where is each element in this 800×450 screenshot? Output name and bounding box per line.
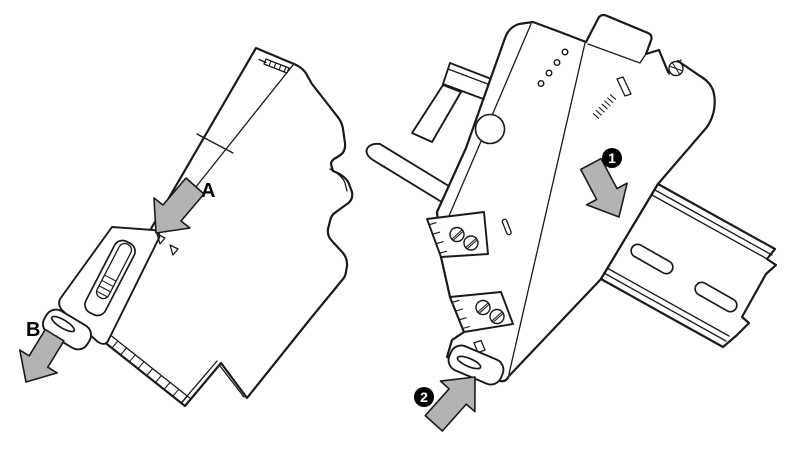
din-rail-plate [599, 182, 778, 349]
release-arrow-a-icon [153, 177, 205, 234]
side-vent-and-label [592, 76, 632, 119]
din-rail [599, 182, 778, 349]
rail-slot [694, 281, 738, 313]
step-1-badge: 1 [602, 148, 622, 168]
terminal-hatching [102, 329, 192, 404]
terminal-blocks [426, 211, 514, 333]
left-figure-module-release: A B [19, 46, 354, 408]
clip-slot [84, 239, 136, 317]
block-hatching [428, 222, 471, 330]
clip-slider [95, 242, 133, 300]
foot-oval-slot [50, 315, 76, 333]
label-a: A [201, 180, 215, 202]
flange-edge-band [411, 84, 462, 143]
step-2-badge: 2 [414, 387, 434, 407]
badge-number: 1 [608, 150, 616, 166]
step-2-arrow-icon [424, 376, 476, 432]
round-port [474, 113, 506, 145]
label-b: B [26, 319, 40, 341]
corner-screw-icon [668, 60, 684, 77]
rail-slot [630, 243, 674, 275]
badge-circle [414, 387, 434, 407]
din-rail-left-end [365, 142, 453, 205]
slider-ribs [96, 274, 117, 298]
led-holes [537, 48, 569, 87]
badge-number: 2 [420, 389, 428, 405]
release-arrow-b-icon [19, 328, 65, 383]
foot-oval-slot [456, 355, 482, 370]
face-slot [501, 218, 512, 236]
badge-circle [602, 148, 622, 168]
clip-latch-teeth [156, 233, 179, 256]
right-figure-rail-mounting: 1 2 [365, 13, 778, 432]
device-side-body [96, 46, 354, 408]
top-seal-screw-icon [258, 58, 290, 74]
mounting-foot [42, 308, 92, 351]
